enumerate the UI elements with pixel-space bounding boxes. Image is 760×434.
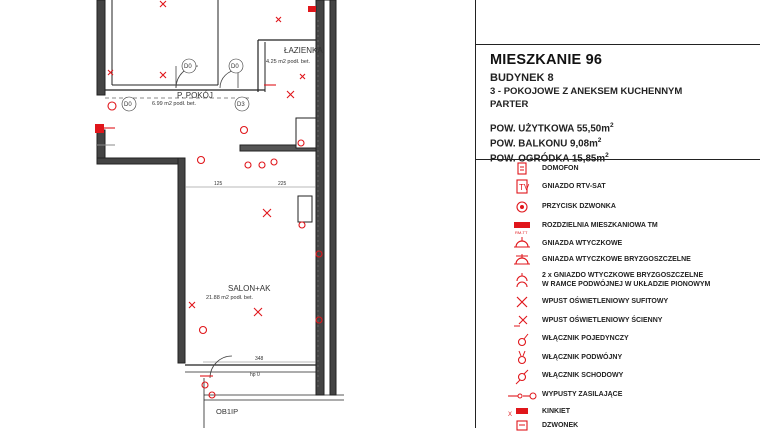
legend-item: DZWONEK — [506, 419, 760, 433]
legend-label: WŁĄCZNIK POJEDYNCZY — [542, 335, 629, 343]
legend-list: DOMOFON TV GNIAZDO RTV-SAT PRZYCISK DZWONKA… — [506, 161, 760, 433]
electrical-symbols — [95, 0, 323, 399]
svg-text:6.99 m2 podł. bet.: 6.99 m2 podł. bet. — [152, 101, 197, 107]
svg-text:21.88 m2 podł. bet.: 21.88 m2 podł. bet. — [206, 295, 254, 301]
walls — [96, 0, 344, 428]
svg-text:348: 348 — [255, 356, 264, 362]
door-tag: D0 — [184, 64, 192, 70]
legend-label: KINKIET — [542, 407, 570, 415]
bell-icon — [516, 420, 528, 431]
door-tag: D3 — [237, 102, 245, 108]
legend-label: WŁĄCZNIK SCHODOWY — [542, 372, 624, 380]
power-outlet-icon — [508, 392, 537, 399]
door-tags: D0 D0 D3 D0 — [121, 58, 250, 112]
room-label-lazienka: ŁAZIENKA 4.25 m2 podł. bet. — [266, 46, 323, 65]
floor-plan: ŁAZIENKA 4.25 m2 podł. bet. P. POKÓJ 6.9… — [95, 0, 344, 428]
legend-item: GNIAZDA WTYCZKOWE — [506, 236, 760, 252]
legend-item: X KINKIET — [506, 405, 760, 419]
area-usable: POW. UŻYTKOWA 55,50m2 — [490, 122, 614, 135]
legend-label: DZWONEK — [542, 421, 579, 429]
legend-label: WŁĄCZNIK PODWÓJNY — [542, 353, 623, 361]
distribution-board-icon: RM-TT — [514, 221, 530, 235]
legend-label: ROZDZIELNIA MIESZKANIOWA TM — [542, 222, 658, 230]
svg-text:TV: TV — [519, 183, 530, 192]
legend-label: GNIAZDO RTV-SAT — [542, 182, 606, 190]
legend-item: TV GNIAZDO RTV-SAT — [506, 177, 760, 197]
area-balcony: POW. BALKONU 9,08m2 — [490, 136, 602, 150]
kinkiet-icon: X — [508, 408, 528, 418]
legend-item: PRZYCISK DZWONKA — [506, 197, 760, 217]
single-switch-icon — [517, 333, 529, 346]
double-switch-icon — [517, 350, 527, 365]
legend-item: RM-TT ROZDZIELNIA MIESZKANIOWA TM — [506, 217, 760, 236]
room-label-pokoj: P. POKÓJ 6.99 m2 podł. bet. — [152, 91, 213, 107]
ceiling-light-icon — [516, 296, 528, 308]
title-block: MIESZKANIE 96 BUDYNEK 8 3 - POKOJOWE Z A… — [490, 52, 755, 164]
splashproof-socket-icon — [514, 253, 530, 264]
area-garden: POW. OGRÓDKA 15,85m2 — [490, 151, 609, 164]
legend-label: GNIAZDA WTYCZKOWE — [542, 239, 623, 247]
building-label: BUDYNEK 8 — [490, 72, 554, 84]
divider — [476, 44, 760, 45]
svg-text:hp 0: hp 0 — [250, 372, 260, 378]
wall-light-icon — [514, 315, 528, 327]
intercom-icon — [517, 162, 527, 175]
divider — [476, 159, 760, 160]
legend-item: DOMOFON — [506, 161, 760, 177]
legend-item: GNIAZDA WTYCZKOWE BRYZGOSZCZELNE — [506, 252, 760, 269]
legend-item: WŁĄCZNIK SCHODOWY — [506, 367, 760, 386]
svg-text:SALON+AK: SALON+AK — [228, 284, 271, 293]
apartment-type: 3 - POKOJOWE Z ANEKSEM KUCHENNYM — [490, 86, 683, 97]
svg-text:P. POKÓJ: P. POKÓJ — [177, 91, 213, 100]
legend-label: WPUST OŚWIETLENIOWY ŚCIENNY — [542, 316, 663, 324]
legend-item: WPUST OŚWIETLENIOWY SUFITOWY — [506, 292, 760, 312]
tv-socket-icon: TV — [516, 179, 530, 194]
room-label-salon: SALON+AK 21.88 m2 podł. bet. — [206, 284, 271, 301]
apartment-title: MIESZKANIE 96 — [490, 52, 603, 68]
floor-label: PARTER — [490, 99, 529, 110]
legend-item: WPUST OŚWIETLENIOWY ŚCIENNY — [506, 312, 760, 330]
double-socket-icon — [516, 272, 528, 287]
legend-label: WPUST OŚWIETLENIOWY SUFITOWY — [542, 297, 669, 305]
svg-text:RM-TT: RM-TT — [515, 230, 528, 235]
svg-text:X: X — [508, 412, 512, 418]
legend-item: WYPUSTY ZASILAJĄCE — [506, 386, 760, 405]
legend-item: WŁĄCZNIK PODWÓJNY — [506, 349, 760, 367]
legend-label: PRZYCISK DZWONKA — [542, 202, 616, 210]
svg-text:225: 225 — [278, 181, 287, 187]
door-tag: D0 — [124, 102, 132, 108]
legend-panel: MIESZKANIE 96 BUDYNEK 8 3 - POKOJOWE Z A… — [475, 0, 760, 431]
svg-text:4.25 m2 podł. bet.: 4.25 m2 podł. bet. — [266, 59, 311, 65]
svg-text:OB1IP: OB1IP — [216, 407, 238, 416]
legend-label: DOMOFON — [542, 164, 579, 172]
socket-icon — [514, 237, 530, 248]
door-tag: D0 — [231, 64, 239, 70]
svg-text:ŁAZIENKA: ŁAZIENKA — [284, 46, 323, 55]
legend-label: WYPUSTY ZASILAJĄCE — [542, 391, 623, 399]
stair-switch-icon — [515, 369, 529, 384]
svg-text:125: 125 — [214, 181, 223, 187]
room-label-balkon: OB1IP — [216, 407, 238, 416]
dimension-labels: 125 225 348 hp 0 — [214, 181, 287, 378]
legend-label: GNIAZDA WTYCZKOWE BRYZGOSZCZELNE — [542, 256, 691, 264]
legend-item: WŁĄCZNIK POJEDYNCZY — [506, 330, 760, 349]
doorbell-button-icon — [516, 201, 528, 213]
